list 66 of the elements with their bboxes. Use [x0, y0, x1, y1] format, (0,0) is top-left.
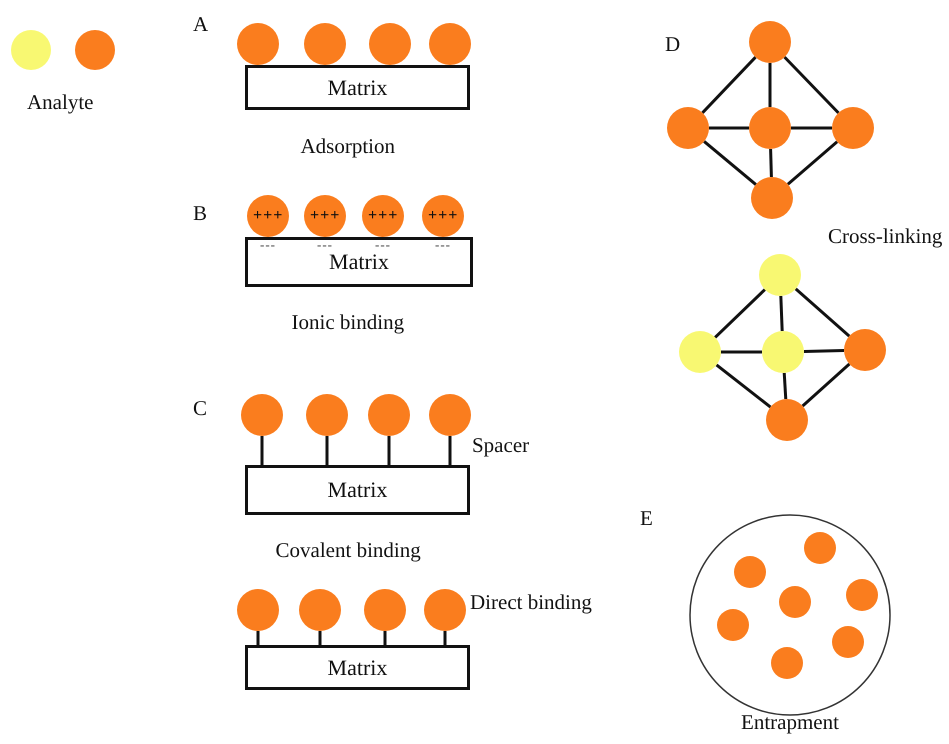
analyte-particle	[368, 394, 410, 436]
spacer-line	[256, 631, 260, 645]
cross-link-line	[802, 362, 850, 408]
caption-text: Direct binding	[470, 592, 592, 613]
caption-text: Covalent binding	[276, 540, 421, 561]
caption-text: Adsorption	[300, 136, 395, 157]
analyte-particle	[844, 329, 886, 371]
spacer-line	[444, 631, 446, 645]
cross-link-line	[709, 126, 749, 130]
cross-link-line	[782, 372, 788, 400]
charge-sign: ---	[375, 238, 391, 251]
charge-sign: +++	[368, 208, 398, 224]
cross-link-line	[804, 349, 844, 353]
cross-link-line	[768, 63, 772, 107]
spacer-label: Spacer	[472, 435, 530, 456]
matrix-box: Matrix	[245, 65, 470, 110]
charge-sign: +++	[253, 208, 284, 224]
caption-text: Analyte	[27, 92, 94, 113]
analyte-particle	[766, 399, 808, 441]
analyte-particle	[237, 589, 279, 631]
caption-text: Ionic binding	[292, 312, 404, 333]
cross-link-line	[794, 288, 850, 338]
spacer-line	[388, 436, 390, 465]
cross-link-line	[714, 288, 766, 339]
analyte-particle	[832, 107, 874, 149]
panel-letter: D	[665, 34, 680, 55]
panel-letter: A	[193, 14, 208, 35]
analyte-particle	[667, 107, 709, 149]
charge-sign: ---	[435, 238, 451, 251]
cross-link-line	[779, 296, 784, 332]
panel-letter: C	[193, 398, 208, 419]
analyte-particle	[241, 394, 283, 436]
caption-text: Entrapment	[741, 712, 839, 733]
charge-sign: ---	[260, 238, 276, 251]
analyte-particle	[424, 589, 466, 631]
analyte-particle	[749, 21, 791, 63]
cross-link-line	[784, 56, 840, 114]
analyte-particle	[679, 331, 721, 373]
matrix-box: Matrix	[245, 645, 470, 690]
cross-link-line	[703, 140, 757, 186]
charge-sign: +++	[310, 208, 340, 224]
caption-text: Cross-linking	[828, 226, 942, 247]
spacer-line	[448, 436, 452, 465]
cross-link-line	[769, 148, 773, 178]
analyte-particle	[751, 177, 793, 219]
cross-link-line	[786, 140, 838, 186]
charge-sign: ---	[317, 238, 333, 251]
analyte-particle	[429, 394, 471, 436]
analyte-particle	[299, 589, 341, 631]
analyte-particle	[364, 589, 406, 631]
spacer-line	[318, 631, 322, 645]
cross-link-line	[791, 126, 832, 130]
spacer-line	[326, 436, 328, 465]
spacer-line	[384, 631, 386, 645]
cross-link-line	[701, 56, 757, 114]
analyte-particle	[759, 254, 801, 296]
analyte-particle	[306, 394, 348, 436]
matrix-box: Matrix	[245, 465, 470, 515]
charge-sign: +++	[428, 208, 458, 224]
panel-letter: E	[640, 508, 653, 529]
cross-link-line	[721, 350, 762, 354]
spacer-line	[260, 436, 264, 465]
panel-letter: B	[193, 203, 208, 224]
analyte-particle	[749, 107, 791, 149]
cross-link-line	[716, 364, 772, 408]
analyte-particle	[762, 331, 804, 373]
